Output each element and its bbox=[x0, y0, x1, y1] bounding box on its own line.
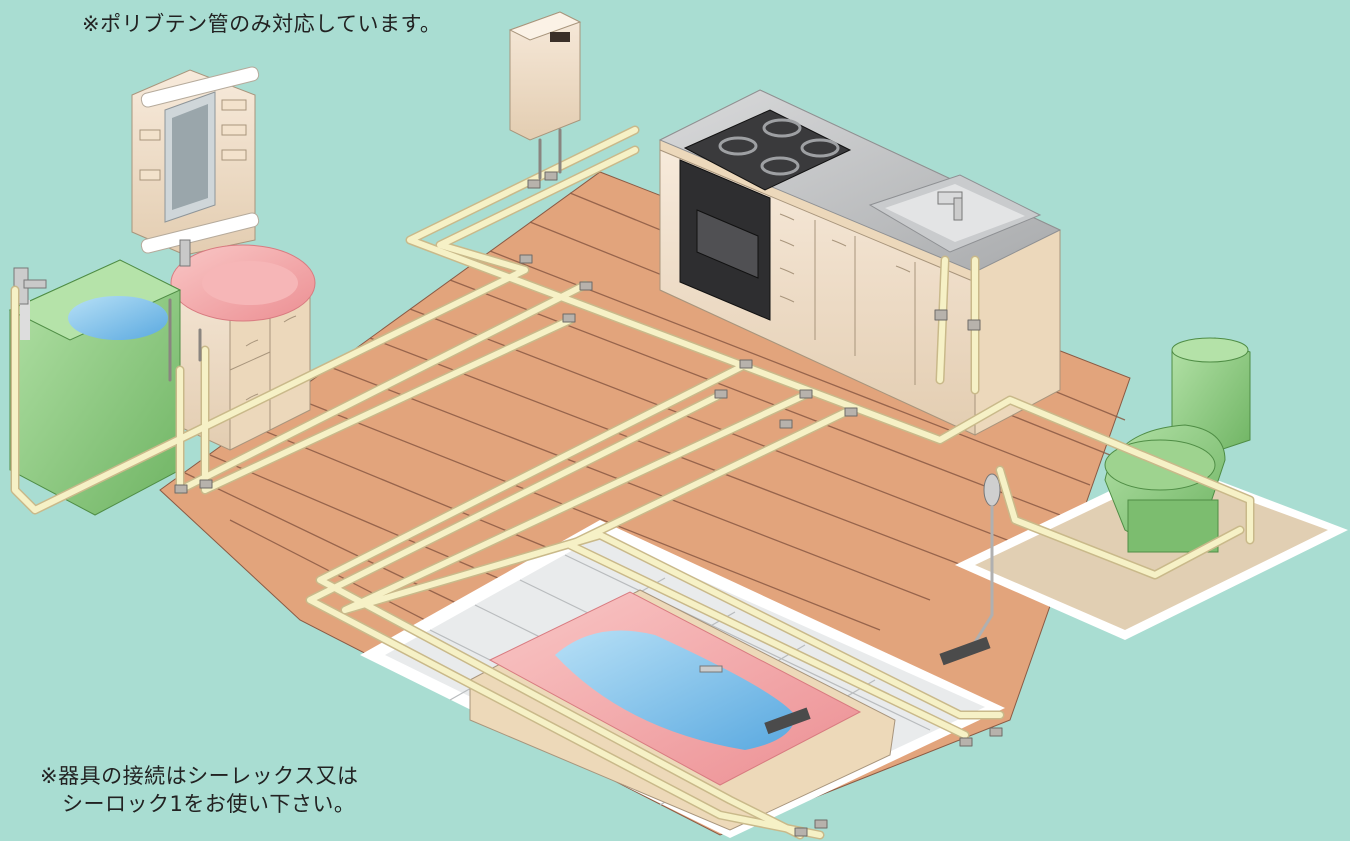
connection-note-line2: シーロック1をお使い下さい。 bbox=[62, 792, 356, 816]
vanity-unit bbox=[131, 66, 316, 451]
water-heater bbox=[508, 11, 582, 141]
shower-fixture bbox=[764, 473, 1001, 735]
kitchen-counter bbox=[658, 89, 1062, 436]
connection-note-line1: ※器具の接続はシーレックス又は bbox=[40, 764, 359, 788]
connection-note: ※器具の接続はシーレックス又は シーロック1をお使い下さい。 bbox=[40, 762, 358, 818]
pipe-network bbox=[10, 125, 1255, 840]
polybutene-note: ※ポリブテン管のみ対応しています。 bbox=[82, 12, 442, 36]
bathtub bbox=[469, 589, 896, 831]
